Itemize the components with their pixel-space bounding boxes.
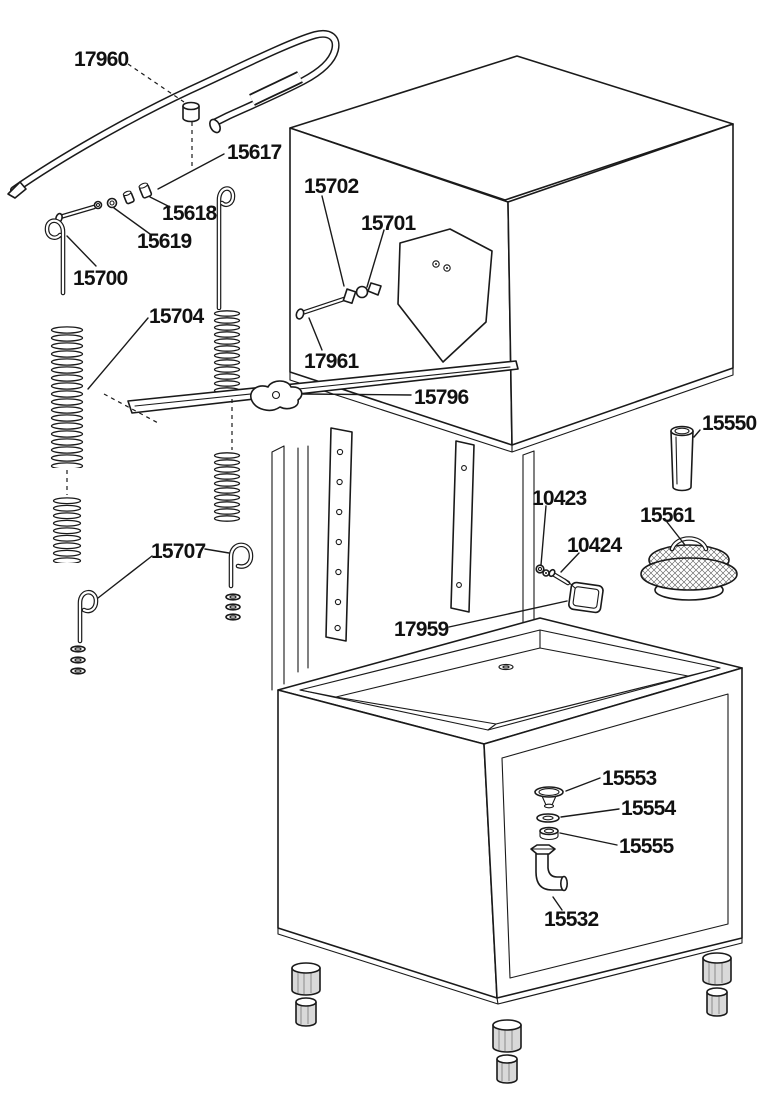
spring-right-upper: [213, 310, 241, 398]
construction-lines: [66, 63, 233, 495]
part-label-15701: 15701: [361, 212, 417, 235]
handle-pin: [138, 182, 153, 199]
frame-left-post-2: [297, 445, 309, 673]
frame-rail-2-hole-1: [461, 465, 467, 471]
upper-box-bottom-edge: [289, 367, 734, 453]
handle-nut: [182, 101, 200, 123]
handle-tube-inner: [11, 31, 339, 193]
hook-right-15707-inner: [229, 543, 253, 588]
part-labels: 17960 15617 15618 15619 15700 15704 1570…: [73, 48, 757, 931]
frame-right-post: [522, 450, 535, 636]
foot-left: [291, 962, 321, 1027]
box-bolt-assembly: [295, 282, 382, 320]
hook-rod-15700-inner: [45, 219, 65, 295]
hook-left-15707: [77, 589, 99, 644]
drain-fitting-group: [530, 786, 568, 892]
bolt-ball: [355, 285, 369, 299]
part-label-15796: 15796: [414, 386, 469, 409]
basin-corner-lines: [299, 629, 721, 731]
upper-box-hex-opening: [397, 228, 493, 363]
cross-bar-inner-line: [134, 366, 511, 407]
handle-tip: [7, 181, 27, 199]
drain-flange-15553: [534, 786, 564, 809]
hook-wire-upper-right: [216, 186, 236, 311]
drain-elbow-15532: [530, 844, 568, 892]
drain-washer-15554: [536, 813, 560, 823]
basin-drain-mark-inner: [502, 665, 510, 669]
washer-stack-left: [70, 645, 86, 675]
tube-15550: [670, 425, 694, 492]
part-label-15553: 15553: [602, 767, 657, 790]
part-label-10424: 10424: [567, 534, 623, 557]
handle-tube: [10, 29, 340, 194]
drain-nut-15555: [539, 826, 559, 841]
part-label-15555: 15555: [619, 835, 675, 858]
frame-rail-2: [450, 440, 475, 613]
handle-grip-inner: [249, 72, 303, 105]
hex-opening-screw-2-dot: [446, 267, 448, 269]
handle-bolt: [55, 200, 103, 224]
hook-wire-upper-right-inner: [217, 187, 235, 310]
leader-lines: [66, 153, 701, 911]
washer-stack-right: [225, 593, 241, 621]
spring-right-lower: [213, 452, 241, 522]
part-label-15550: 15550: [702, 412, 757, 435]
middle-frame: [271, 427, 535, 691]
foot-center: [492, 1019, 522, 1084]
screw-10424: [548, 568, 571, 586]
latch-hole: [271, 390, 281, 400]
part-label-17961: 17961: [304, 350, 360, 373]
part-label-15702: 15702: [304, 175, 359, 198]
part-label-10423: 10423: [532, 487, 587, 510]
part-label-15618: 15618: [162, 202, 218, 225]
handle-end-cap: [209, 118, 221, 134]
hook-rod-15700: [44, 218, 66, 296]
foot-right: [702, 952, 732, 1017]
handle-washer-hole: [109, 200, 115, 206]
part-label-15554: 15554: [621, 797, 677, 820]
part-label-15707: 15707: [151, 540, 206, 563]
spring-hook-group: [44, 186, 254, 675]
spring-left-lower: [52, 497, 82, 563]
part-label-17959: 17959: [394, 618, 449, 641]
screw-10423: [535, 564, 550, 577]
lower-cabinet: [277, 617, 743, 1005]
hex-opening-screw-1-dot: [435, 263, 437, 265]
frame-rail-1-holes: [334, 448, 344, 632]
cabinet-right-face-opening: [501, 693, 729, 979]
strainer-basket-15561: [640, 536, 738, 601]
bracket-17959: [564, 578, 604, 614]
handle-bushing: [122, 190, 135, 205]
part-label-15704: 15704: [149, 305, 205, 328]
handle-assembly: [7, 29, 340, 224]
cross-bar-group: [127, 360, 519, 414]
frame-rail-1: [325, 427, 353, 642]
frame-left-post: [271, 445, 285, 691]
part-label-17960: 17960: [74, 48, 129, 71]
part-label-15532: 15532: [544, 908, 599, 931]
hook-left-15707-inner: [78, 591, 98, 643]
part-label-15617: 15617: [227, 141, 282, 164]
bolt-cone: [367, 282, 382, 296]
frame-rail-2-hole-2: [456, 582, 462, 588]
part-label-15700: 15700: [73, 267, 128, 290]
upper-box: [289, 55, 734, 453]
part-label-15561: 15561: [640, 504, 696, 527]
right-parts-group: [535, 425, 738, 614]
part-label-15619: 15619: [137, 230, 192, 253]
spring-left-long: [50, 326, 84, 468]
cabinet-bottom-thickness: [277, 927, 743, 1005]
